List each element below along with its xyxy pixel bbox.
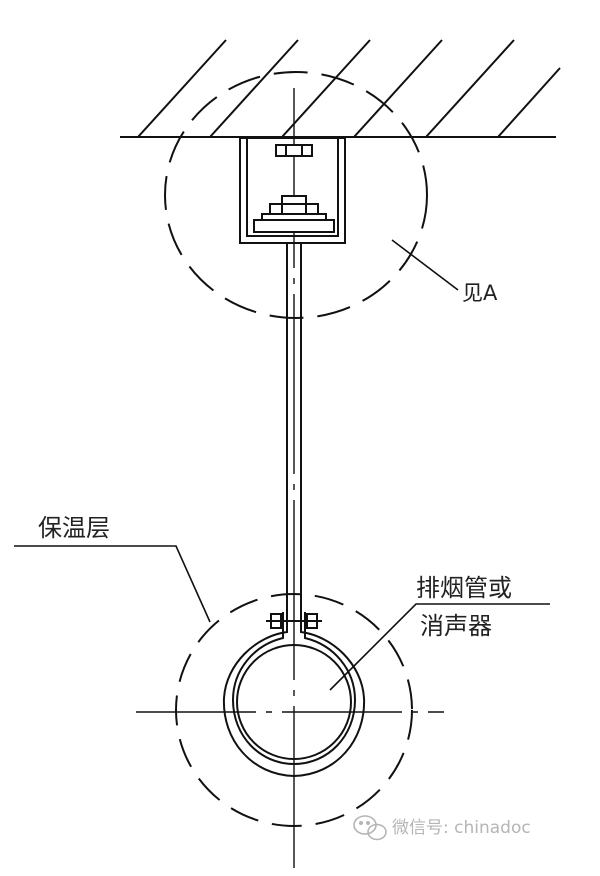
exhaust-pipe: [236, 644, 352, 760]
leader-pipe: [329, 603, 550, 691]
channel-bracket: [239, 137, 346, 244]
label-pipe-line1: 排烟管或: [416, 574, 512, 602]
ceiling-slab: [120, 39, 561, 138]
watermark-text: 微信号: chinadoc: [392, 818, 531, 838]
leader-insulation: [14, 545, 211, 623]
leader-detail-a: [391, 239, 459, 291]
wechat-icon: [353, 815, 387, 841]
watermark: 微信号: chinadoc: [353, 815, 531, 841]
detail-a-circle: [164, 71, 428, 319]
insulation-circle: [175, 593, 413, 827]
hanger-rod: [286, 243, 302, 612]
clamp-bolt: [266, 613, 322, 629]
label-pipe-line2: 消声器: [420, 612, 492, 640]
label-insulation: 保温层: [38, 514, 110, 542]
label-detail-a: 见A: [462, 281, 498, 305]
